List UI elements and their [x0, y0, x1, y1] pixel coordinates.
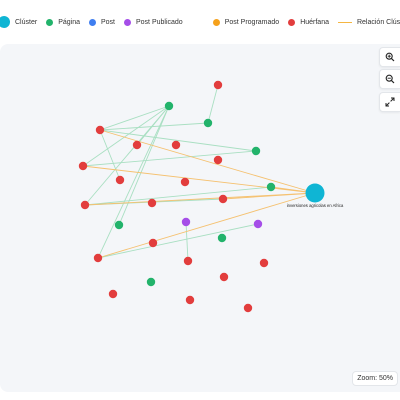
internal-link-edge: [99, 122, 209, 131]
legend-label: Página: [58, 18, 80, 26]
legend-bar: Clúster Página Post Post Publicado Post Prog…: [0, 0, 400, 44]
orphan-node[interactable]: [180, 177, 190, 187]
internal-link-edge: [82, 105, 170, 167]
internal-link-edge: [136, 105, 170, 146]
cluster-node-label: inversiones agricolas en Africa: [287, 203, 344, 208]
orphan-node[interactable]: [80, 200, 90, 210]
cluster-relation-edge: [82, 165, 316, 194]
orphan-node[interactable]: [93, 253, 103, 263]
orphan-node[interactable]: [183, 256, 193, 266]
legend-swatch: [191, 18, 199, 26]
legend-item: [191, 18, 204, 26]
internal-link-edge: [97, 105, 170, 259]
orphan-node[interactable]: [108, 289, 118, 299]
orphan-node[interactable]: [185, 295, 195, 305]
zoom-level-badge: Zoom: 50%: [352, 371, 398, 386]
page-node[interactable]: [146, 277, 156, 287]
cluster-node[interactable]: [305, 183, 325, 203]
legend-label: Post: [100, 18, 115, 26]
zoom-in-button[interactable]: [379, 47, 400, 67]
orphan-node[interactable]: [115, 175, 125, 185]
orphan-node[interactable]: [147, 198, 157, 208]
legend-swatch: [337, 21, 352, 23]
internal-link-edge: [99, 129, 257, 152]
orphan-node[interactable]: [218, 194, 228, 204]
legend-swatch: [46, 18, 54, 26]
zoom-in-icon: [385, 52, 395, 62]
page-node[interactable]: [114, 220, 124, 230]
legend-item: Post Programado: [212, 18, 280, 26]
page-node[interactable]: [266, 182, 276, 192]
page-node[interactable]: [164, 101, 174, 111]
cluster-relation-edge: [222, 192, 316, 200]
fit-view-button[interactable]: [379, 92, 400, 112]
cluster-relation-edge: [84, 192, 316, 206]
legend-label: Post Publicado: [136, 18, 183, 26]
published-node[interactable]: [253, 219, 263, 229]
orphan-node[interactable]: [171, 140, 181, 150]
page-node[interactable]: [203, 118, 213, 128]
legend-item: Post Publicado: [124, 18, 183, 26]
internal-link-edge: [185, 221, 189, 262]
orphan-node[interactable]: [132, 140, 142, 150]
legend-item: Huérfana: [288, 18, 329, 26]
page-node[interactable]: [217, 233, 227, 243]
page-node[interactable]: [251, 146, 261, 156]
legend-swatch: [124, 18, 131, 26]
zoom-out-icon: [385, 74, 395, 84]
cluster-relation-edge: [99, 129, 316, 194]
legend-swatch: [0, 16, 10, 28]
internal-link-edge: [207, 84, 219, 124]
legend-item: Clúster: [0, 16, 37, 28]
expand-icon: [385, 97, 395, 107]
legend-item: Post: [88, 18, 115, 26]
legend-label: Post Programado: [224, 18, 280, 26]
internal-link-edge: [84, 186, 272, 206]
published-node[interactable]: [181, 217, 191, 227]
internal-link-edge: [82, 150, 257, 167]
orphan-node[interactable]: [213, 80, 223, 90]
orphan-node[interactable]: [243, 303, 253, 313]
legend-item: Relación Clúster: [337, 18, 400, 26]
orphan-node[interactable]: [95, 125, 105, 135]
internal-link-edge: [99, 105, 170, 131]
cluster-relation-edge: [97, 192, 316, 259]
legend-label: Huérfana: [300, 18, 329, 26]
orphan-node[interactable]: [219, 272, 229, 282]
legend-swatch: [212, 18, 220, 26]
internal-link-edge: [97, 223, 259, 259]
orphan-node[interactable]: [259, 258, 269, 268]
orphan-node[interactable]: [78, 161, 88, 171]
legend-swatch: [288, 18, 296, 26]
graph-canvas[interactable]: [0, 44, 400, 392]
legend-label: Clúster: [15, 18, 38, 26]
zoom-out-button[interactable]: [379, 69, 400, 89]
legend-swatch: [88, 18, 96, 26]
orphan-node[interactable]: [148, 238, 158, 248]
orphan-node[interactable]: [213, 155, 223, 165]
legend-item: Página: [46, 18, 80, 26]
internal-link-edge: [99, 129, 121, 181]
legend-label: Relación Clúster: [356, 18, 400, 26]
